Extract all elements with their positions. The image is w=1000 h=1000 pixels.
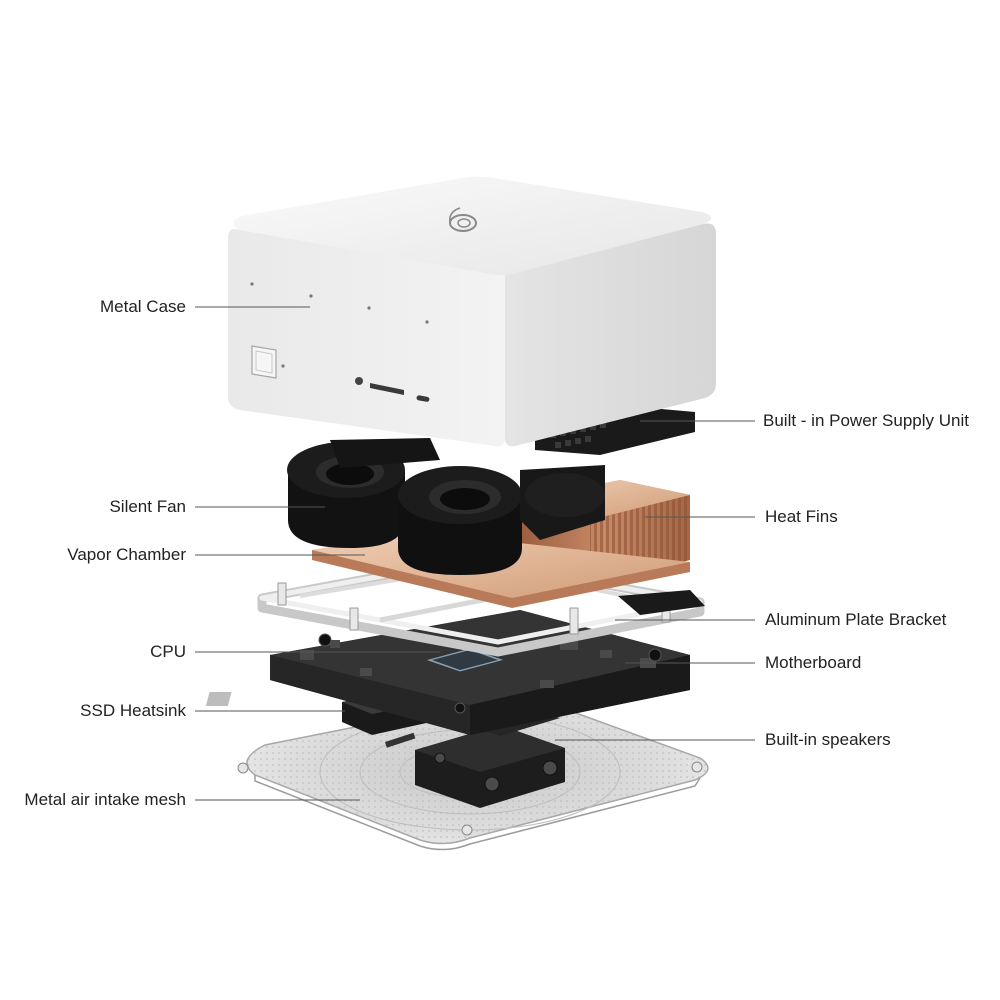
label-cpu: CPU (150, 642, 186, 661)
label-power-supply: Built - in Power Supply Unit (763, 411, 969, 430)
label-metal-case: Metal Case (100, 297, 186, 316)
label-motherboard: Motherboard (765, 653, 862, 672)
label-aluminum-bracket: Aluminum Plate Bracket (765, 610, 947, 629)
label-vapor-chamber: Vapor Chamber (67, 545, 186, 564)
power-button-icon[interactable] (251, 345, 277, 379)
label-heat-fins: Heat Fins (765, 507, 838, 526)
case-ports (250, 282, 430, 402)
label-ssd-heatsink: SSD Heatsink (80, 701, 186, 720)
label-air-intake: Metal air intake mesh (24, 790, 186, 809)
label-silent-fan: Silent Fan (109, 497, 186, 516)
brand-logo-icon (448, 207, 477, 232)
silent-fan-right (398, 465, 605, 575)
leader-lines (195, 306, 755, 801)
label-speakers: Built-in speakers (765, 730, 891, 749)
metal-case (228, 176, 716, 447)
silent-fan-left (287, 438, 440, 548)
